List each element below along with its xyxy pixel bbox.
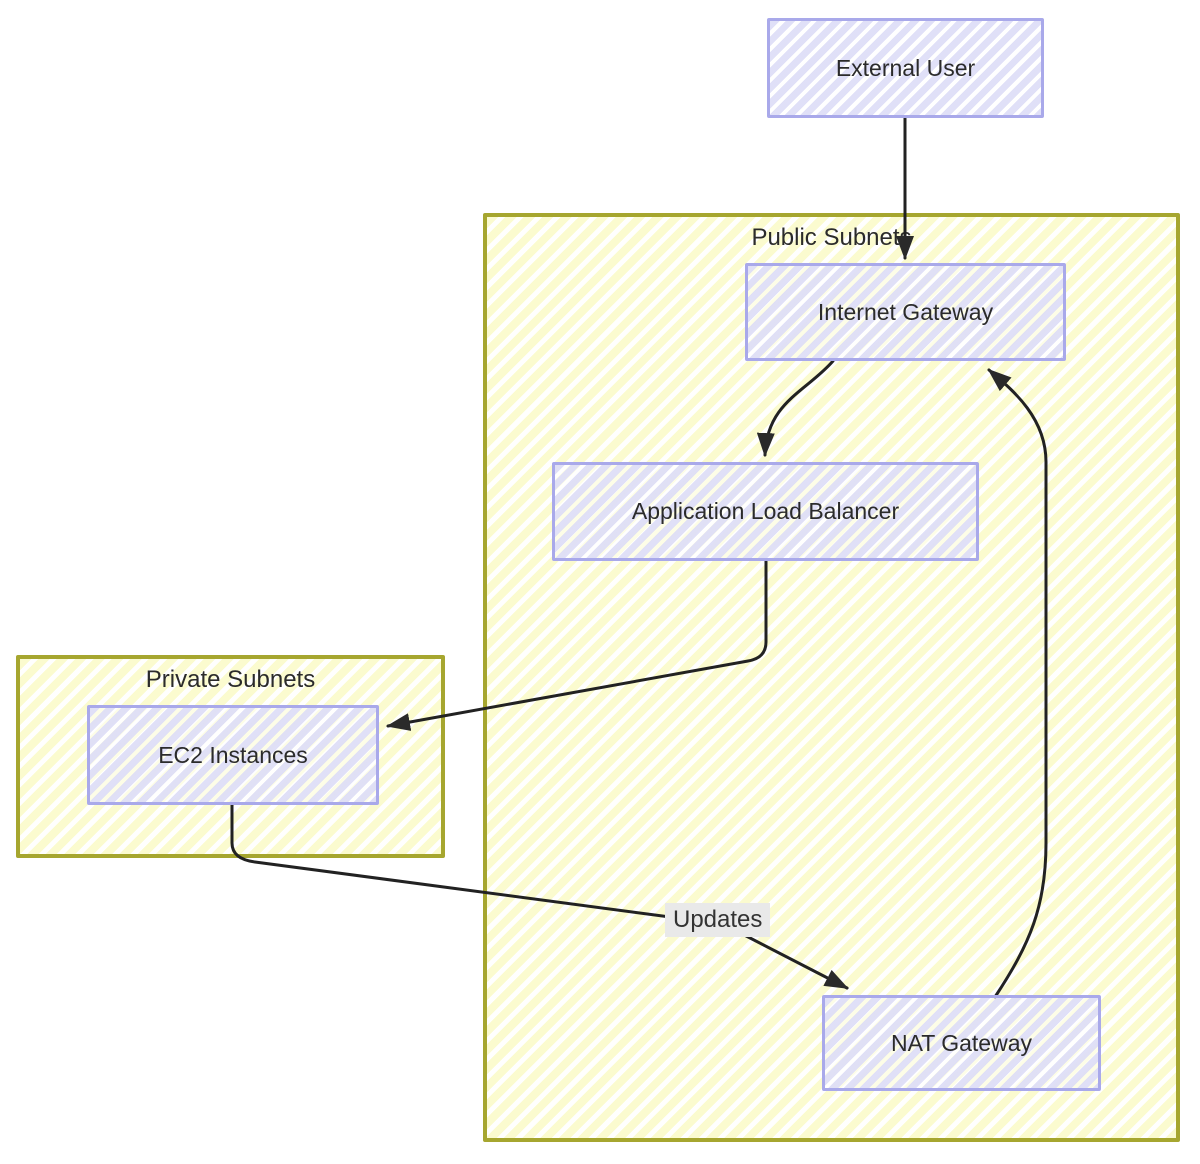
node-application-load-balancer: Application Load Balancer [552, 462, 979, 561]
node-ec2-instances: EC2 Instances [87, 705, 379, 805]
private-subnets-title: Private Subnets [145, 666, 316, 693]
node-ec2-instances-label: EC2 Instances [158, 741, 308, 768]
node-external-user: External User [767, 18, 1044, 118]
public-subnets-title: Public Subnets [751, 224, 912, 251]
container-public-subnets: Public Subnets [483, 213, 1180, 1142]
edge-label-updates: Updates [665, 903, 771, 937]
edge-alb-to-ec2-instances [386, 558, 768, 731]
edge-ec2-instances-to-nat-gateway [230, 803, 849, 990]
node-application-load-balancer-label: Application Load Balancer [631, 498, 900, 524]
node-nat-gateway-label: NAT Gateway [890, 1029, 1033, 1056]
edge-nat-gateway-to-internet-gateway [987, 368, 1048, 999]
edge-internet-gateway-to-alb [756, 359, 835, 457]
node-internet-gateway-label: Internet Gateway [817, 298, 994, 325]
node-external-user-label: External User [835, 54, 976, 81]
node-nat-gateway: NAT Gateway [822, 995, 1101, 1091]
node-internet-gateway: Internet Gateway [745, 263, 1066, 361]
